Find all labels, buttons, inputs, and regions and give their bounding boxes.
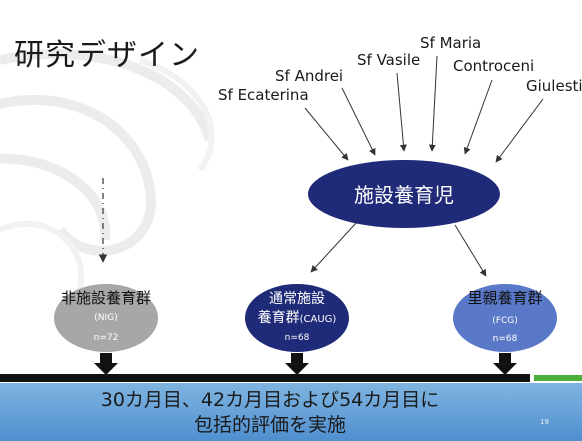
- group-caug-title-line2: 養育群(CAUG): [258, 309, 337, 326]
- group-caug-code: (CAUG): [300, 314, 337, 325]
- center-node-label: 施設養育児: [354, 183, 454, 207]
- group-caug-oval: [245, 284, 349, 352]
- group-fcg-code: (FCG): [492, 316, 517, 326]
- footer-band: [0, 383, 582, 441]
- block-arrow-fcg: [493, 353, 517, 375]
- center-node: [308, 160, 500, 228]
- footer-line-1: 30カ月目、42カ月目および54カ月目に: [100, 389, 440, 411]
- footer-text: 30カ月目、42カ月目および54カ月目に 包括的評価を実施: [0, 388, 540, 438]
- group-fcg-oval: [453, 284, 557, 352]
- source-label-sf-andrei: Sf Andrei: [275, 67, 344, 85]
- source-label-giulesti: Giulesti: [526, 77, 582, 95]
- timeline-bar-green: [534, 375, 582, 381]
- arrow-giulesti: [495, 98, 544, 163]
- timeline-bar: [0, 374, 530, 382]
- arrow-sf-vasile: [396, 72, 407, 152]
- group-fcg-n: n=68: [493, 334, 518, 344]
- group-caug-title-line1: 通常施設: [269, 291, 325, 307]
- arrow-to-caug: [310, 221, 358, 273]
- group-nig-oval: [54, 284, 158, 352]
- group-caug-n: n=68: [285, 333, 310, 343]
- arrow-controceni: [463, 79, 493, 155]
- source-label-sf-maria: Sf Maria: [420, 34, 482, 52]
- block-arrow-nig: [94, 353, 118, 375]
- block-arrow-caug: [285, 353, 309, 375]
- arrow-sf-andrei: [341, 87, 376, 156]
- footer-line-2: 包括的評価を実施: [193, 414, 346, 436]
- arrow-sf-maria: [428, 55, 438, 152]
- group-nig-code: (NIG): [94, 313, 117, 323]
- group-nig-n: n=72: [94, 333, 119, 343]
- slide-title: 研究デザイン: [14, 38, 200, 73]
- group-caug-title-main: 養育群: [258, 309, 300, 326]
- arrow-to-fcg: [454, 224, 487, 277]
- page-number: 19: [540, 418, 549, 426]
- source-label-sf-ecaterina: Sf Ecaterina: [218, 86, 309, 104]
- arrow-sf-ecaterina: [304, 107, 349, 161]
- group-fcg-title: 里親養育群: [467, 289, 542, 307]
- source-label-controceni: Controceni: [453, 57, 535, 75]
- source-label-sf-vasile: Sf Vasile: [357, 51, 421, 69]
- group-nig-title: 非施設養育群: [61, 289, 151, 307]
